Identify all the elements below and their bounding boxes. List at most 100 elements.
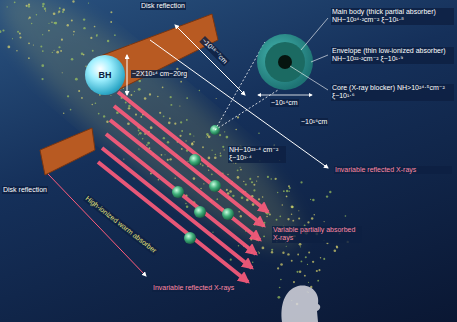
haze-particle: [36, 14, 38, 16]
haze-particle: [83, 18, 85, 20]
haze-particle: [305, 256, 307, 258]
haze-particle: [61, 39, 63, 41]
haze-particle: [312, 261, 314, 263]
haze-particle: [203, 183, 204, 184]
haze-particle: [326, 195, 328, 197]
haze-particle: [135, 114, 137, 116]
haze-particle: [138, 148, 139, 149]
haze-particle: [161, 154, 163, 156]
haze-particle: [31, 23, 32, 24]
haze-particles: [0, 0, 349, 305]
haze-particle: [250, 238, 252, 240]
haze-particle: [40, 45, 42, 47]
haze-particle: [158, 179, 160, 181]
haze-particle: [12, 38, 13, 39]
haze-particle: [279, 215, 281, 217]
haze-particle: [240, 169, 242, 171]
haze-particle: [291, 206, 293, 208]
haze-particle: [253, 184, 255, 186]
haze-particle: [214, 156, 217, 159]
haze-particle: [107, 40, 109, 42]
haze-particle: [286, 196, 288, 198]
haze-particle: [28, 5, 30, 7]
node-label: BH: [99, 70, 112, 80]
haze-particle: [287, 253, 289, 255]
haze-particle: [0, 30, 1, 33]
haze-particle: [42, 3, 45, 6]
haze-particle: [237, 116, 239, 118]
disk-lower: [40, 128, 95, 175]
haze-particle: [252, 262, 254, 264]
haze-particle: [211, 150, 212, 151]
clump: [184, 232, 196, 244]
haze-particle: [144, 97, 147, 100]
haze-particle: [241, 197, 244, 200]
haze-particle: [140, 116, 142, 118]
haze-particle: [292, 220, 294, 222]
haze-particle: [277, 192, 278, 193]
haze-particle: [240, 215, 242, 217]
disk-label: Disk reflection: [2, 186, 48, 194]
haze-particle: [275, 178, 277, 180]
haze-particle: [191, 143, 193, 145]
haze-particle: [71, 58, 74, 61]
haze-particle: [249, 178, 251, 180]
haze-particle: [186, 97, 188, 99]
haze-particle: [123, 159, 124, 160]
haze-particle: [208, 169, 209, 170]
haze-particle: [88, 2, 89, 3]
xray-ray: [102, 148, 252, 268]
main-body-label: Main body (thick partial absorber) NH~10…: [331, 8, 454, 25]
haze-particle: [216, 98, 217, 99]
haze-particle: [230, 259, 232, 261]
haze-particle: [243, 181, 244, 182]
haze-particle: [54, 50, 55, 51]
haze-particle: [193, 136, 194, 137]
haze-particle: [267, 176, 269, 178]
haze-particle: [324, 221, 325, 222]
haze-particle: [127, 122, 130, 125]
xray-ray: [110, 120, 260, 240]
haze-particle: [219, 134, 221, 136]
clump: [209, 180, 221, 192]
haze-particle: [263, 235, 265, 237]
haze-particle: [75, 78, 78, 81]
haze-particle: [94, 26, 96, 28]
haze-particle: [245, 183, 247, 185]
haze-particle: [54, 22, 57, 25]
haze-particle: [142, 138, 144, 140]
haze-particle: [98, 113, 100, 115]
haze-particle: [191, 142, 193, 144]
haze-particle: [147, 142, 150, 145]
haze-particle: [226, 189, 228, 191]
haze-particle: [83, 54, 85, 56]
haze-particle: [282, 204, 283, 205]
clump-core: [278, 55, 292, 69]
haze-particle: [313, 214, 314, 215]
observer-head: [282, 285, 321, 322]
haze-particle: [128, 107, 130, 109]
haze-particle: [16, 50, 17, 51]
haze-particle: [286, 190, 288, 192]
haze-particle: [238, 211, 240, 213]
haze-particle: [179, 135, 181, 137]
haze-particle: [28, 18, 29, 19]
haze-particle: [316, 270, 318, 272]
haze-particle: [193, 141, 195, 143]
distance-arrow: [175, 25, 245, 95]
haze-particle: [7, 46, 10, 49]
clump: [189, 154, 201, 166]
haze-particle: [169, 158, 171, 160]
haze-particle: [237, 176, 240, 179]
size-label: ~10¹⁴cm: [270, 99, 299, 107]
haze-particle: [62, 8, 65, 11]
haze-particle: [299, 271, 302, 274]
haze-particle: [169, 118, 171, 120]
clump-envelope: [257, 34, 313, 90]
clump: [172, 186, 184, 198]
haze-particle: [70, 109, 72, 111]
haze-particle: [103, 115, 105, 117]
haze-particle: [110, 21, 112, 23]
haze-particle: [211, 173, 213, 175]
